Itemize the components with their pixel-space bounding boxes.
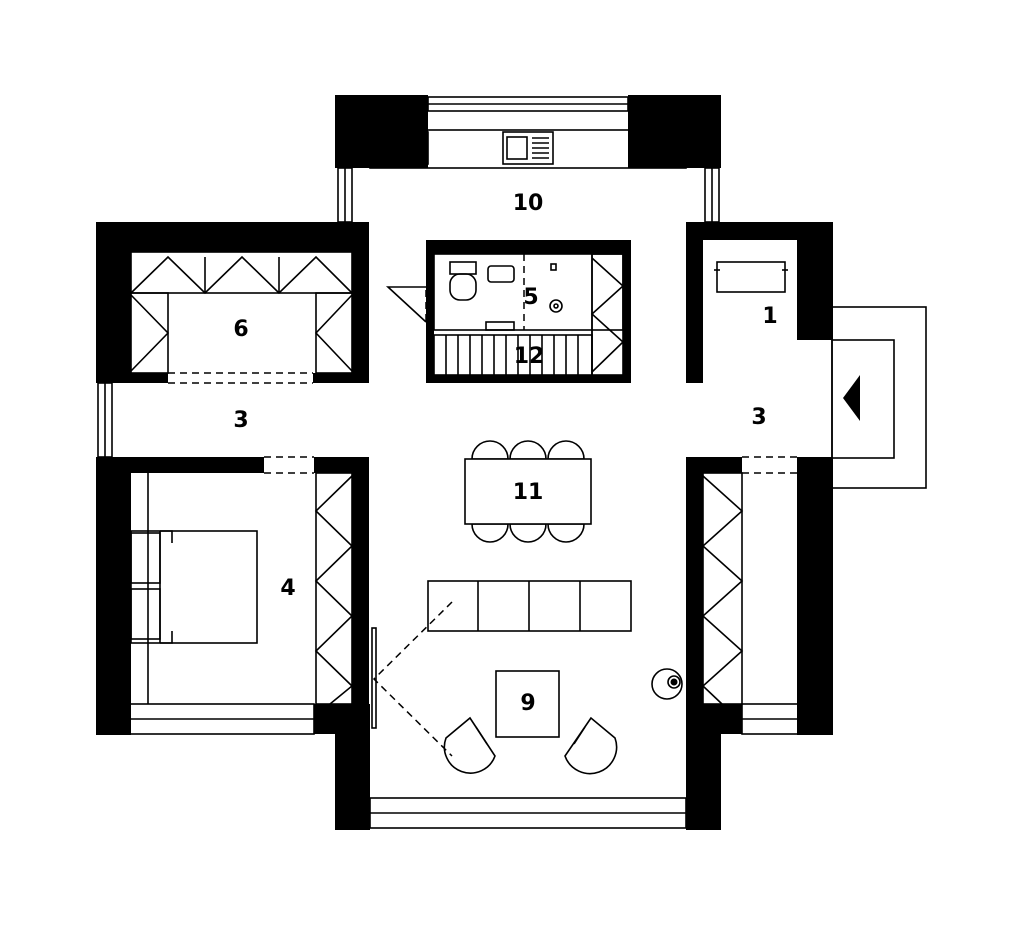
bathroom-and-stairs bbox=[385, 253, 625, 376]
stairs bbox=[433, 334, 593, 376]
living-area bbox=[371, 580, 683, 775]
armchair-icon bbox=[564, 716, 618, 775]
room-number-12: 12 bbox=[514, 344, 545, 369]
round-stove-icon bbox=[651, 668, 683, 700]
room-1-fixture bbox=[714, 261, 788, 293]
bedroom-4 bbox=[130, 472, 354, 705]
room-number-6: 6 bbox=[233, 317, 248, 342]
coffee-table bbox=[495, 670, 560, 738]
kitchen-counter bbox=[369, 129, 687, 169]
room-number-5: 5 bbox=[523, 285, 538, 310]
room-6-wardrobes bbox=[130, 251, 353, 384]
double-bed-icon bbox=[130, 530, 258, 644]
entrance-porch bbox=[831, 306, 927, 489]
stove-icon bbox=[387, 131, 429, 165]
toilet-icon bbox=[449, 261, 477, 301]
sofa bbox=[427, 580, 632, 632]
entrance-arrow-icon bbox=[843, 375, 860, 421]
room-labels: 1 3 3 4 5 6 9 10 11 12 bbox=[233, 191, 777, 716]
room-number-10: 10 bbox=[513, 191, 544, 216]
room-number-3: 3 bbox=[233, 408, 248, 433]
room-number-1: 1 bbox=[762, 304, 777, 329]
shower-drain-icon bbox=[549, 299, 563, 313]
washbasin bbox=[487, 265, 515, 283]
room-number-4: 4 bbox=[280, 576, 295, 601]
armchair-icon bbox=[443, 716, 496, 774]
kitchen-sink-icon bbox=[502, 131, 554, 165]
walls bbox=[96, 95, 833, 830]
dining-area bbox=[464, 440, 592, 543]
door-openings bbox=[264, 456, 797, 474]
room-number-3: 3 bbox=[751, 405, 766, 430]
dining-table bbox=[464, 458, 592, 525]
dining-chair-icon bbox=[471, 440, 585, 543]
bathroom-cabinet bbox=[590, 253, 625, 376]
room-number-9: 9 bbox=[520, 691, 535, 716]
room-number-11: 11 bbox=[513, 480, 544, 505]
right-closet bbox=[701, 472, 744, 705]
